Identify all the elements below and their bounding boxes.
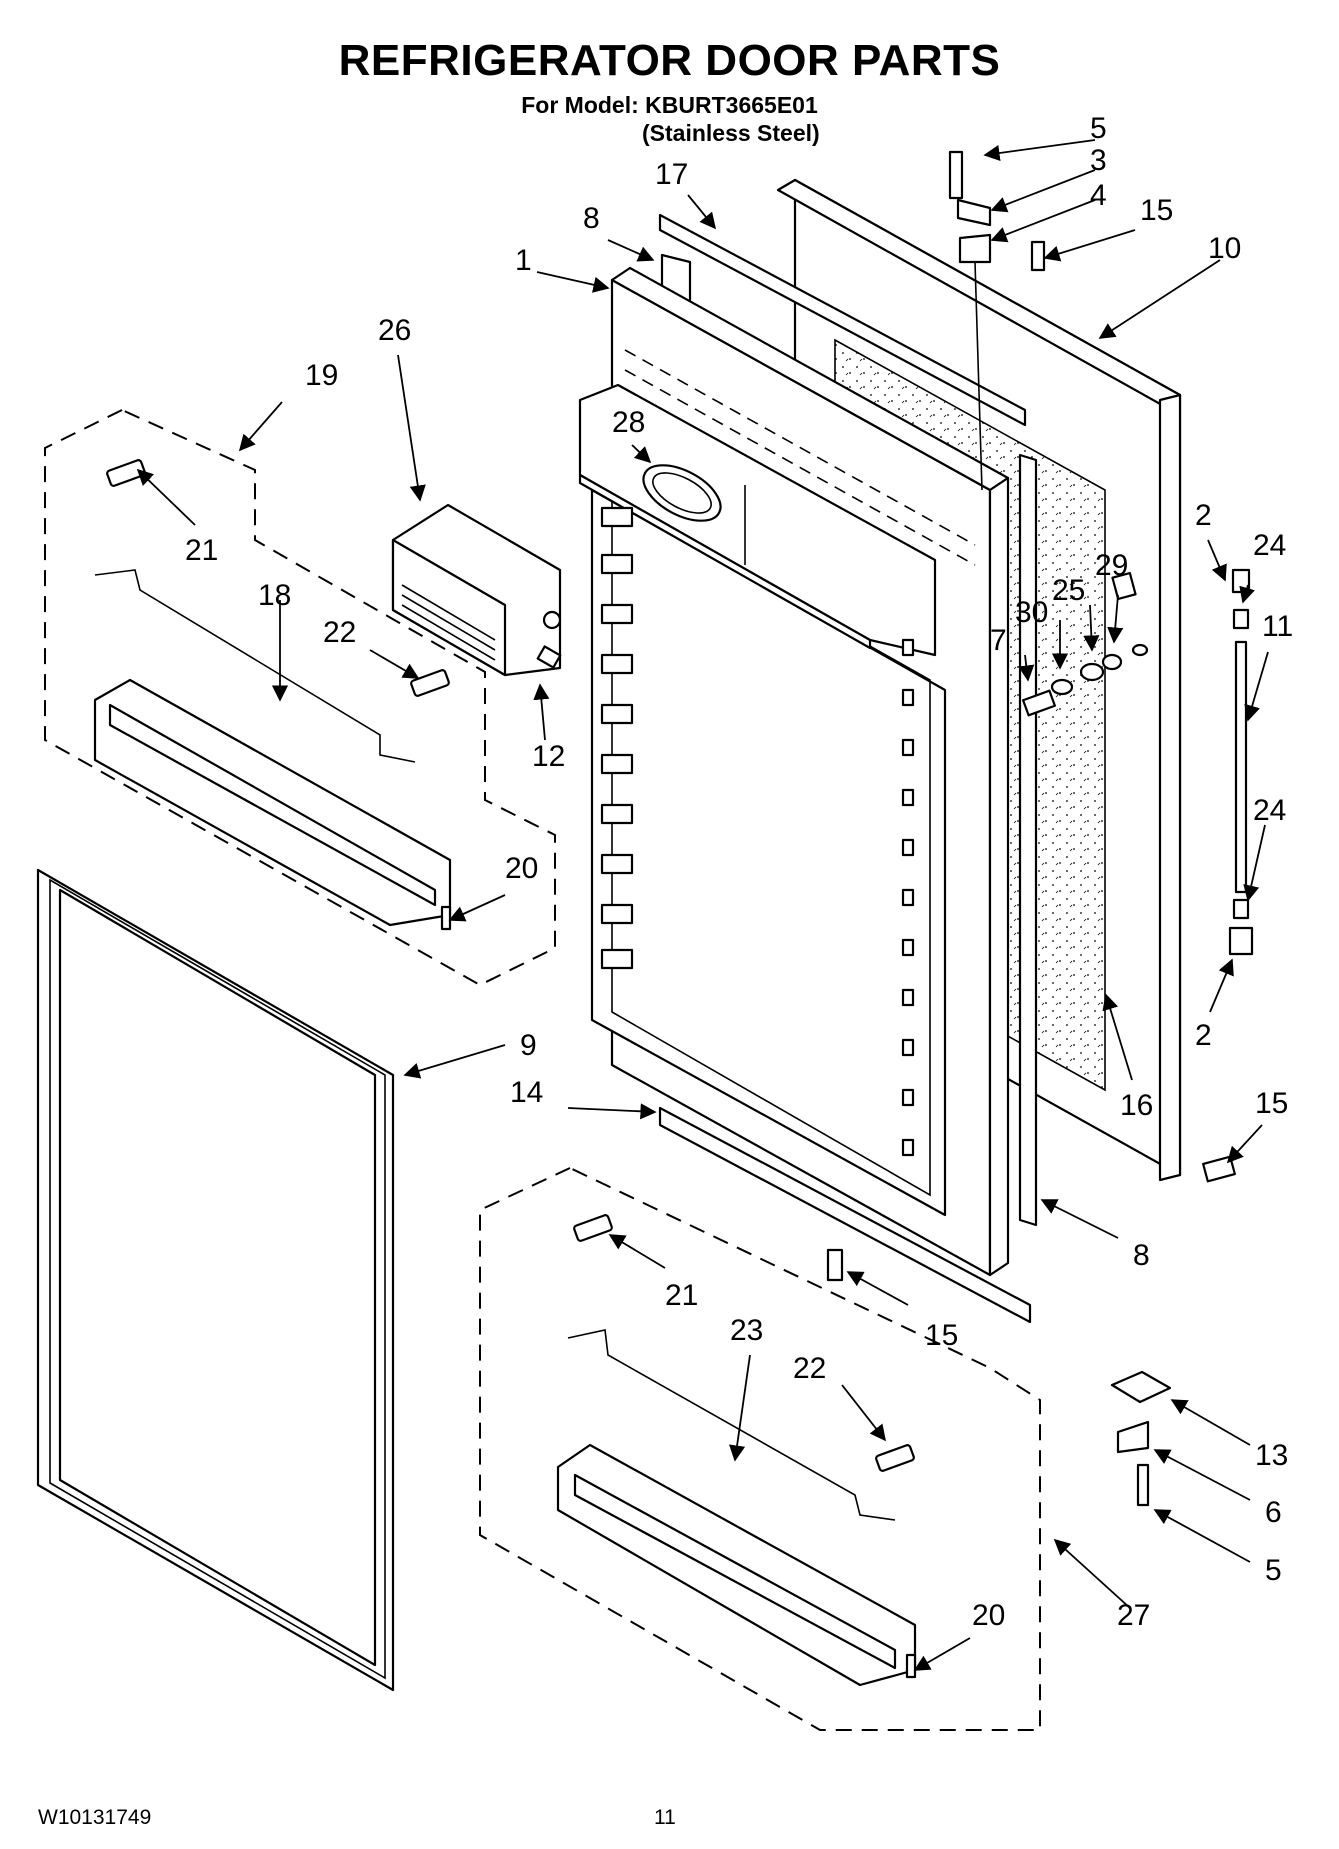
callout-5-bottom: 5	[1265, 1554, 1282, 1587]
callout-10: 10	[1208, 232, 1241, 265]
page-title: REFRIGERATOR DOOR PARTS	[338, 36, 1001, 85]
bottom-trim-strip	[658, 1106, 1032, 1324]
callout-6: 6	[1265, 1496, 1282, 1529]
lower-bin-assembly	[479, 1167, 1041, 1731]
callout-4: 4	[1090, 179, 1107, 212]
document-id: W10131749	[38, 1806, 152, 1829]
callout-8-top: 8	[583, 202, 600, 235]
callout-28: 28	[612, 406, 645, 439]
callout-26: 26	[378, 314, 411, 347]
callout-22-upper: 22	[323, 616, 356, 649]
callout-14: 14	[510, 1076, 543, 1109]
inner-door-liner	[578, 266, 1010, 1277]
dairy-door	[391, 503, 562, 677]
callout-labels: 5 3 4 15 10 17 8 1 26 28 19 21 18 22 12 …	[185, 112, 1293, 1632]
callout-17: 17	[655, 158, 688, 191]
upper-bin-assembly	[44, 409, 556, 987]
callout-2-upper: 2	[1195, 499, 1212, 532]
callout-8-bottom: 8	[1133, 1239, 1150, 1272]
callout-12: 12	[532, 740, 565, 773]
callout-15-top: 15	[1140, 194, 1173, 227]
callout-2-lower: 2	[1195, 1019, 1212, 1052]
hinge-hardware	[440, 150, 1254, 1679]
callout-24-upper: 24	[1253, 529, 1286, 562]
callout-20-lower: 20	[972, 1599, 1005, 1632]
finish-label: (Stainless Steel)	[642, 120, 820, 146]
callout-13: 13	[1255, 1439, 1288, 1472]
callout-18: 18	[258, 579, 291, 612]
callout-15-bottom: 15	[925, 1319, 958, 1352]
leader-lines	[136, 139, 1269, 1671]
callout-16: 16	[1120, 1089, 1153, 1122]
callout-23: 23	[730, 1314, 763, 1347]
callout-5-top: 5	[1090, 112, 1107, 145]
top-trim-strip	[658, 213, 1027, 427]
callout-30: 30	[1015, 596, 1048, 629]
callout-27: 27	[1117, 1599, 1150, 1632]
page-number: 11	[654, 1806, 676, 1829]
callout-25: 25	[1052, 574, 1085, 607]
model-number: For Model: KBURT3665E01	[521, 92, 818, 118]
callout-3: 3	[1090, 144, 1107, 177]
callout-1: 1	[515, 244, 532, 277]
callout-7: 7	[990, 624, 1007, 657]
callout-15-right: 15	[1255, 1087, 1288, 1120]
callout-20-upper: 20	[505, 852, 538, 885]
callout-11: 11	[1262, 610, 1293, 643]
callout-22-lower: 22	[793, 1352, 826, 1385]
callout-29: 29	[1095, 549, 1128, 582]
callout-21-lower: 21	[665, 1279, 698, 1312]
door-gasket	[36, 868, 395, 1692]
callout-9: 9	[520, 1029, 537, 1062]
callout-21-upper: 21	[185, 534, 218, 567]
callout-19: 19	[305, 359, 338, 392]
callout-24-lower: 24	[1253, 794, 1286, 827]
